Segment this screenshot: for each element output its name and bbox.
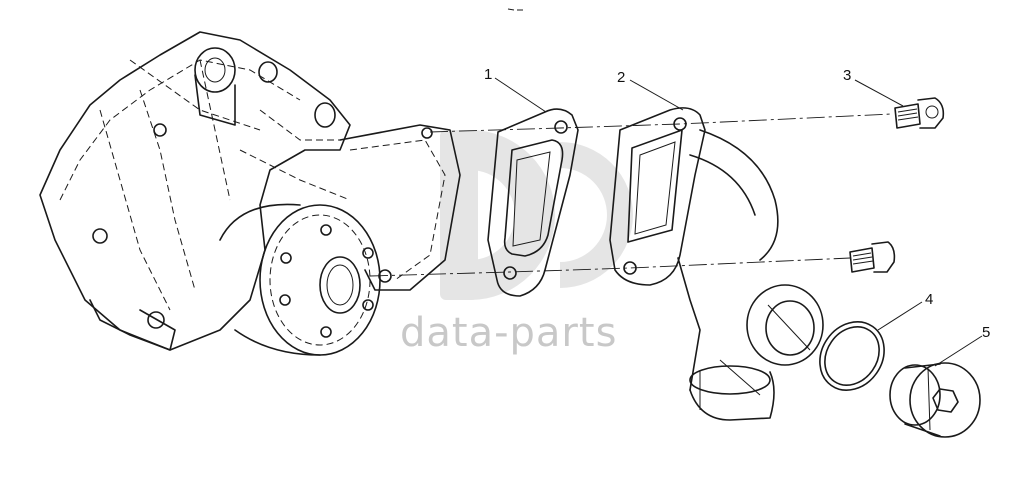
callout-label-5: 5 (982, 324, 990, 341)
callout-4: 4 (877, 291, 933, 331)
bolt-part-3 (894, 97, 945, 129)
upper-axis-line (429, 113, 893, 133)
watermark-text: data-parts (400, 310, 617, 356)
o-ring-part-4 (819, 321, 885, 391)
callout-label-2: 2 (617, 69, 625, 86)
lower-axis-line (369, 257, 851, 277)
gasket-part-1 (487, 108, 579, 297)
callout-label-1: 1 (484, 66, 492, 83)
elbow-outlet-part-2 (609, 107, 824, 421)
callout-3: 3 (843, 67, 904, 107)
bolt-lower (849, 241, 896, 273)
watermark-logo (440, 130, 633, 300)
water-pump-housing (39, 31, 461, 356)
plug-part-5 (889, 362, 981, 438)
callout-label-3: 3 (843, 67, 851, 84)
top-mark (507, 8, 523, 11)
callout-label-4: 4 (925, 291, 933, 308)
callout-2: 2 (617, 69, 684, 111)
callout-5: 5 (934, 324, 990, 367)
callout-1: 1 (484, 66, 547, 113)
